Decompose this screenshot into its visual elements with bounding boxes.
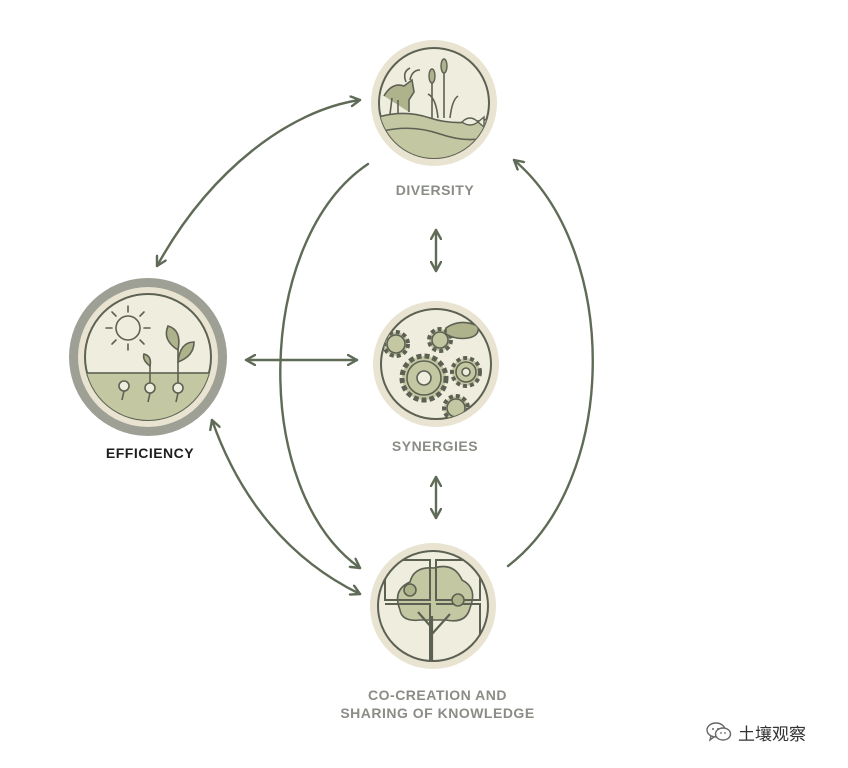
efficiency-label: EFFICIENCY (105, 445, 195, 461)
cocreation-node (370, 543, 496, 669)
diversity-label: DIVERSITY (395, 182, 475, 198)
arrow-efficiency-cocreation (212, 418, 362, 594)
cocreation-label-line2: SHARING OF KNOWLEDGE (340, 705, 535, 721)
arrow-diversity-cocreation (279, 162, 370, 570)
cocreation-label: CO-CREATION AND SHARING OF KNOWLEDGE (300, 686, 575, 722)
arrow-cocreation-diversity (506, 158, 594, 568)
watermark: 土壤观察 (706, 718, 806, 746)
efficiency-node (69, 278, 227, 436)
wechat-icon (706, 722, 732, 742)
synergies-node (373, 301, 499, 427)
synergies-label: SYNERGIES (391, 438, 479, 454)
tree-puzzle-icon (384, 559, 481, 660)
diversity-node (371, 40, 497, 166)
watermark-text: 土壤观察 (738, 724, 806, 745)
gears-icon (382, 321, 482, 419)
arrow-efficiency-diversity (157, 100, 362, 268)
arrows (157, 100, 594, 594)
cocreation-label-line1: CO-CREATION AND (368, 687, 507, 703)
